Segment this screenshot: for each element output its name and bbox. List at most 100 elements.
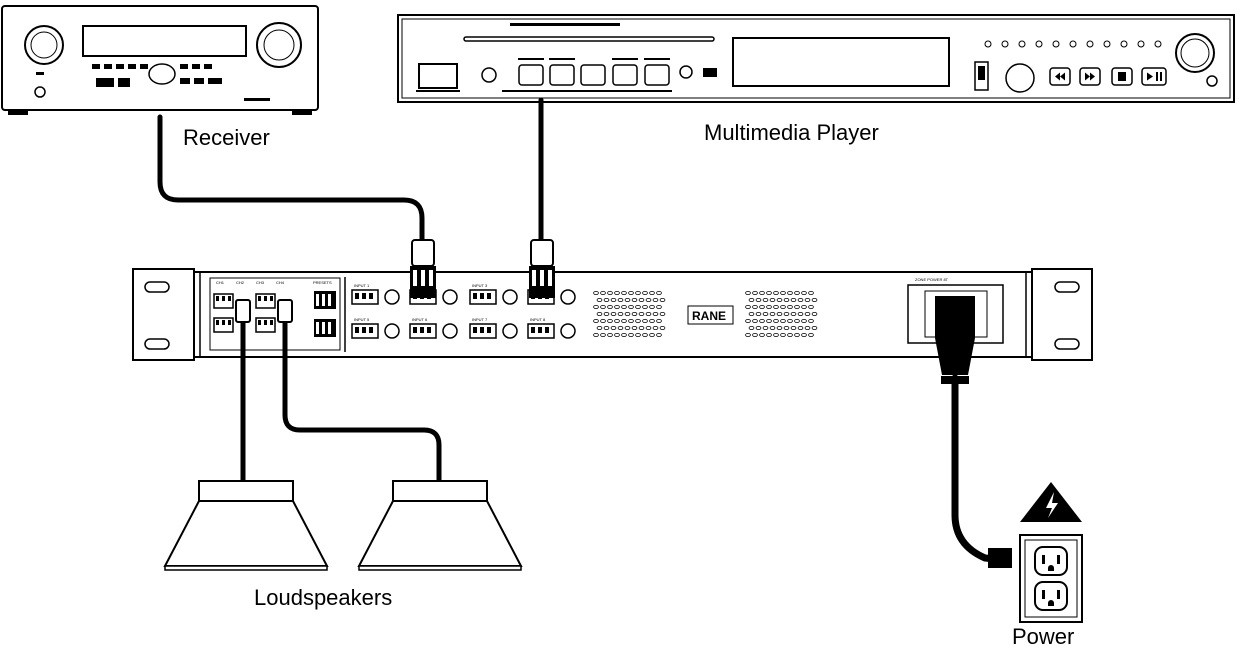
loudspeaker-right — [357, 480, 523, 571]
vent-hole — [759, 304, 765, 309]
vent-hole — [596, 297, 603, 302]
vent-hole — [628, 318, 634, 323]
vent-hole — [649, 304, 655, 309]
vent-hole — [801, 290, 807, 295]
input-label: INPUT 7 — [472, 317, 488, 322]
terminal-pin — [531, 327, 535, 333]
input-terminal: INPUT 8 — [527, 317, 576, 339]
vent-hole — [745, 318, 751, 323]
vent-hole — [628, 332, 634, 337]
terminal-pin — [369, 327, 373, 333]
receiver-label: Receiver — [183, 125, 270, 150]
vent-hole — [631, 297, 638, 302]
vent-hole — [607, 318, 613, 323]
vent-hole — [617, 311, 624, 316]
vent-hole — [656, 318, 662, 323]
input-label: INPUT 6 — [412, 317, 428, 322]
multimedia-player-device — [397, 14, 1235, 103]
vent-hole — [752, 318, 758, 323]
vent-hole — [762, 297, 769, 302]
vent-hole — [811, 297, 818, 302]
vent-hole — [752, 304, 758, 309]
vent-hole — [762, 325, 769, 330]
vent-hole — [748, 325, 755, 330]
vent-hole — [656, 332, 662, 337]
vent-hole — [600, 332, 606, 337]
vent-hole — [614, 332, 620, 337]
gain-knob — [442, 323, 458, 339]
input-label: INPUT 1 — [354, 283, 370, 288]
vent-hole — [790, 325, 797, 330]
vent-hole — [759, 290, 765, 295]
vent-hole — [610, 311, 617, 316]
speaker-cable-2 — [282, 315, 442, 484]
loudspeakers-label: Loudspeakers — [254, 585, 393, 610]
receiver-device — [1, 5, 319, 115]
vent-hole — [614, 318, 620, 323]
vent-hole — [808, 290, 814, 295]
input-terminal: INPUT 6 — [409, 317, 458, 339]
gain-knob — [384, 323, 400, 339]
vent-hole — [790, 297, 797, 302]
vent-hole — [776, 297, 783, 302]
vent-hole — [762, 311, 769, 316]
vent-hole — [638, 325, 645, 330]
terminal-pin — [480, 293, 484, 299]
vent-hole — [759, 332, 765, 337]
vent-hole — [783, 325, 790, 330]
vent-hole — [610, 297, 617, 302]
vent-hole — [783, 297, 790, 302]
input-terminal: INPUT 5 — [351, 317, 400, 339]
gain-knob — [442, 289, 458, 305]
vent-hole — [755, 297, 762, 302]
vent-hole — [766, 304, 772, 309]
terminal-pin — [427, 327, 431, 333]
gain-knob — [502, 323, 518, 339]
vent-hole — [635, 332, 641, 337]
vent-hole — [635, 318, 641, 323]
vent-hole — [603, 311, 610, 316]
power-label: Power — [1012, 624, 1075, 649]
vent-hole — [610, 325, 617, 330]
vent-hole — [755, 325, 762, 330]
vent-hole — [628, 290, 634, 295]
vent-hole — [617, 325, 624, 330]
vent-hole — [600, 290, 606, 295]
vent-hole — [607, 332, 613, 337]
vent-hole — [773, 318, 779, 323]
vent-hole — [649, 332, 655, 337]
vent-hole — [752, 290, 758, 295]
presets-label: PRESETS — [313, 280, 332, 285]
vent-hole — [638, 297, 645, 302]
vent-hole — [808, 304, 814, 309]
vent-hole — [794, 332, 800, 337]
vent-hole — [780, 332, 786, 337]
vent-hole — [645, 311, 652, 316]
input-terminal: INPUT 7 — [469, 317, 518, 339]
vent-hole — [773, 304, 779, 309]
terminal-pin — [362, 327, 366, 333]
ch-label: CH1 — [216, 280, 225, 285]
vent-hole — [600, 304, 606, 309]
vent-hole — [652, 297, 659, 302]
vent-hole — [780, 304, 786, 309]
ch-label: CH4 — [276, 280, 285, 285]
terminal-pin — [545, 327, 549, 333]
vent-hole — [808, 332, 814, 337]
vent-hole — [635, 304, 641, 309]
vent-hole — [745, 332, 751, 337]
vent-hole — [656, 304, 662, 309]
player-transport-buttons — [1049, 67, 1167, 86]
vent-grilles — [593, 290, 818, 337]
vent-hole — [614, 304, 620, 309]
vent-hole — [787, 304, 793, 309]
cables — [157, 97, 1009, 564]
vent-hole — [621, 332, 627, 337]
input-label: INPUT 5 — [354, 317, 370, 322]
gain-knob — [384, 289, 400, 305]
terminal-pin — [362, 293, 366, 299]
vent-hole — [649, 318, 655, 323]
